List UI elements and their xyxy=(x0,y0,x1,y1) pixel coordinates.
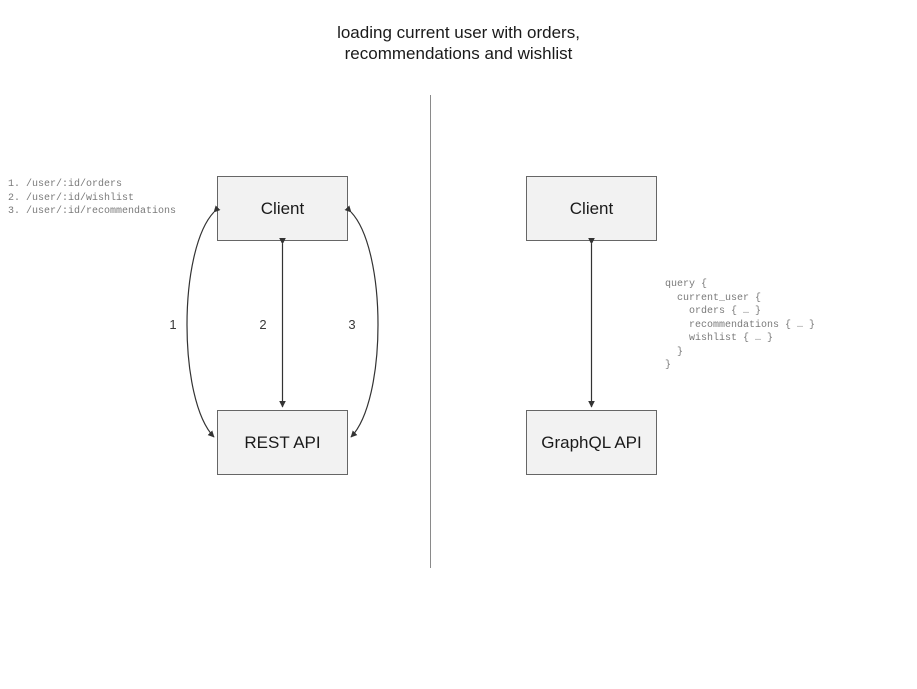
node-graphql-api-label: GraphQL API xyxy=(541,432,642,452)
arrow-label-1: 1 xyxy=(169,317,177,332)
rest-endpoint-list: 1. /user/:id/orders 2. /user/:id/wishlis… xyxy=(8,179,177,217)
node-client-rest-label: Client xyxy=(260,198,305,218)
node-client-graphql-label: Client xyxy=(569,198,614,218)
graphql-query-text: query { current_user { orders { … } reco… xyxy=(665,279,816,371)
node-rest-api-label: REST API xyxy=(244,432,321,452)
arrow-label-3: 3 xyxy=(348,317,356,332)
node-rest-api: REST API xyxy=(217,410,348,475)
arrow-rest-1 xyxy=(186,205,221,438)
node-client-graphql: Client xyxy=(526,176,657,241)
node-graphql-api: GraphQL API xyxy=(526,410,657,475)
node-client-rest: Client xyxy=(217,176,348,241)
diagram-title: loading current user with orders, recomm… xyxy=(337,23,580,63)
arrow-label-2: 2 xyxy=(259,317,267,332)
vertical-divider xyxy=(430,95,431,568)
